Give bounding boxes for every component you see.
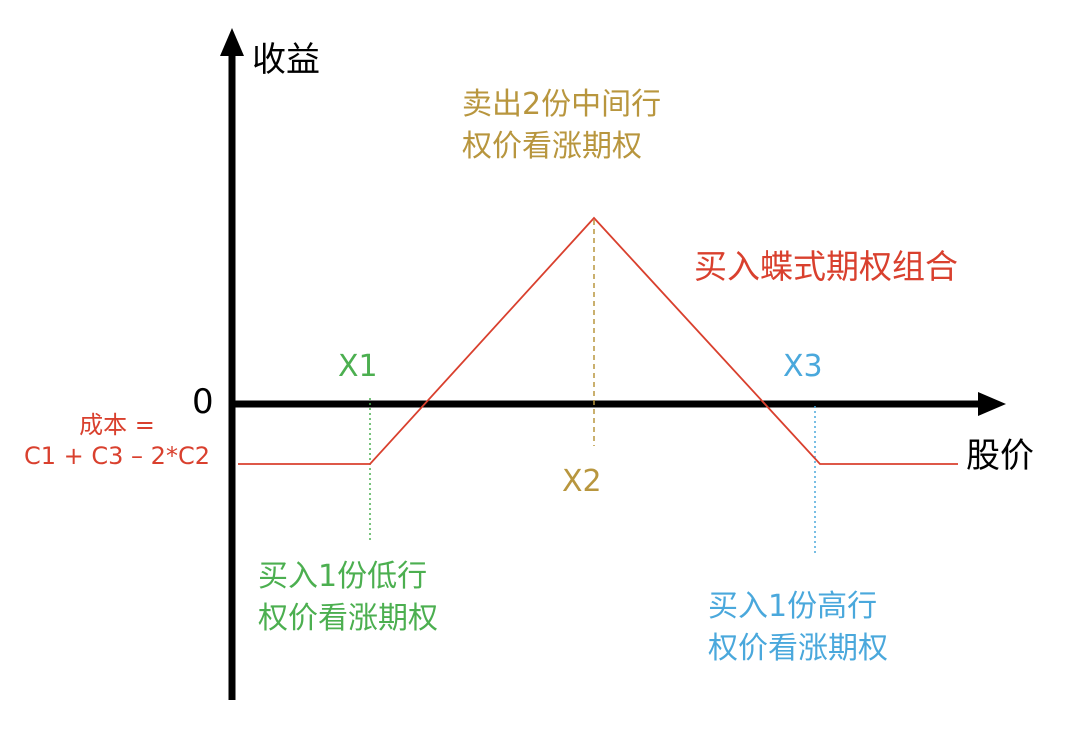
y-axis-arrow	[220, 28, 244, 56]
mid-strike-annotation: 卖出2份中间行 权价看涨期权	[462, 84, 661, 168]
x3-label: X3	[783, 349, 823, 384]
payoff-line	[238, 216, 958, 465]
x2-label: X2	[562, 464, 602, 499]
cost-line2: C1 + C3 – 2*C2	[24, 442, 210, 471]
low-strike-annotation: 买入1份低行 权价看涨期权	[258, 556, 438, 640]
diagram-title: 买入蝶式期权组合	[694, 247, 958, 286]
cost-label: 成本 = C1 + C3 – 2*C2	[14, 410, 220, 472]
high-annotation-line2: 权价看涨期权	[708, 631, 888, 666]
high-strike-annotation: 买入1份高行 权价看涨期权	[708, 586, 888, 670]
x-axis-label: 股价	[966, 436, 1034, 476]
high-annotation-line1: 买入1份高行	[708, 589, 878, 624]
cost-line1: 成本 =	[79, 411, 155, 439]
y-axis-label: 收益	[252, 40, 320, 80]
x1-label: X1	[338, 349, 378, 384]
mid-annotation-line2: 权价看涨期权	[462, 129, 642, 164]
mid-annotation-line1: 卖出2份中间行	[462, 87, 662, 122]
low-annotation-line1: 买入1份低行	[258, 559, 428, 594]
low-annotation-line2: 权价看涨期权	[258, 601, 438, 636]
zero-label: 0	[192, 382, 214, 422]
x-axis-arrow	[978, 392, 1006, 416]
